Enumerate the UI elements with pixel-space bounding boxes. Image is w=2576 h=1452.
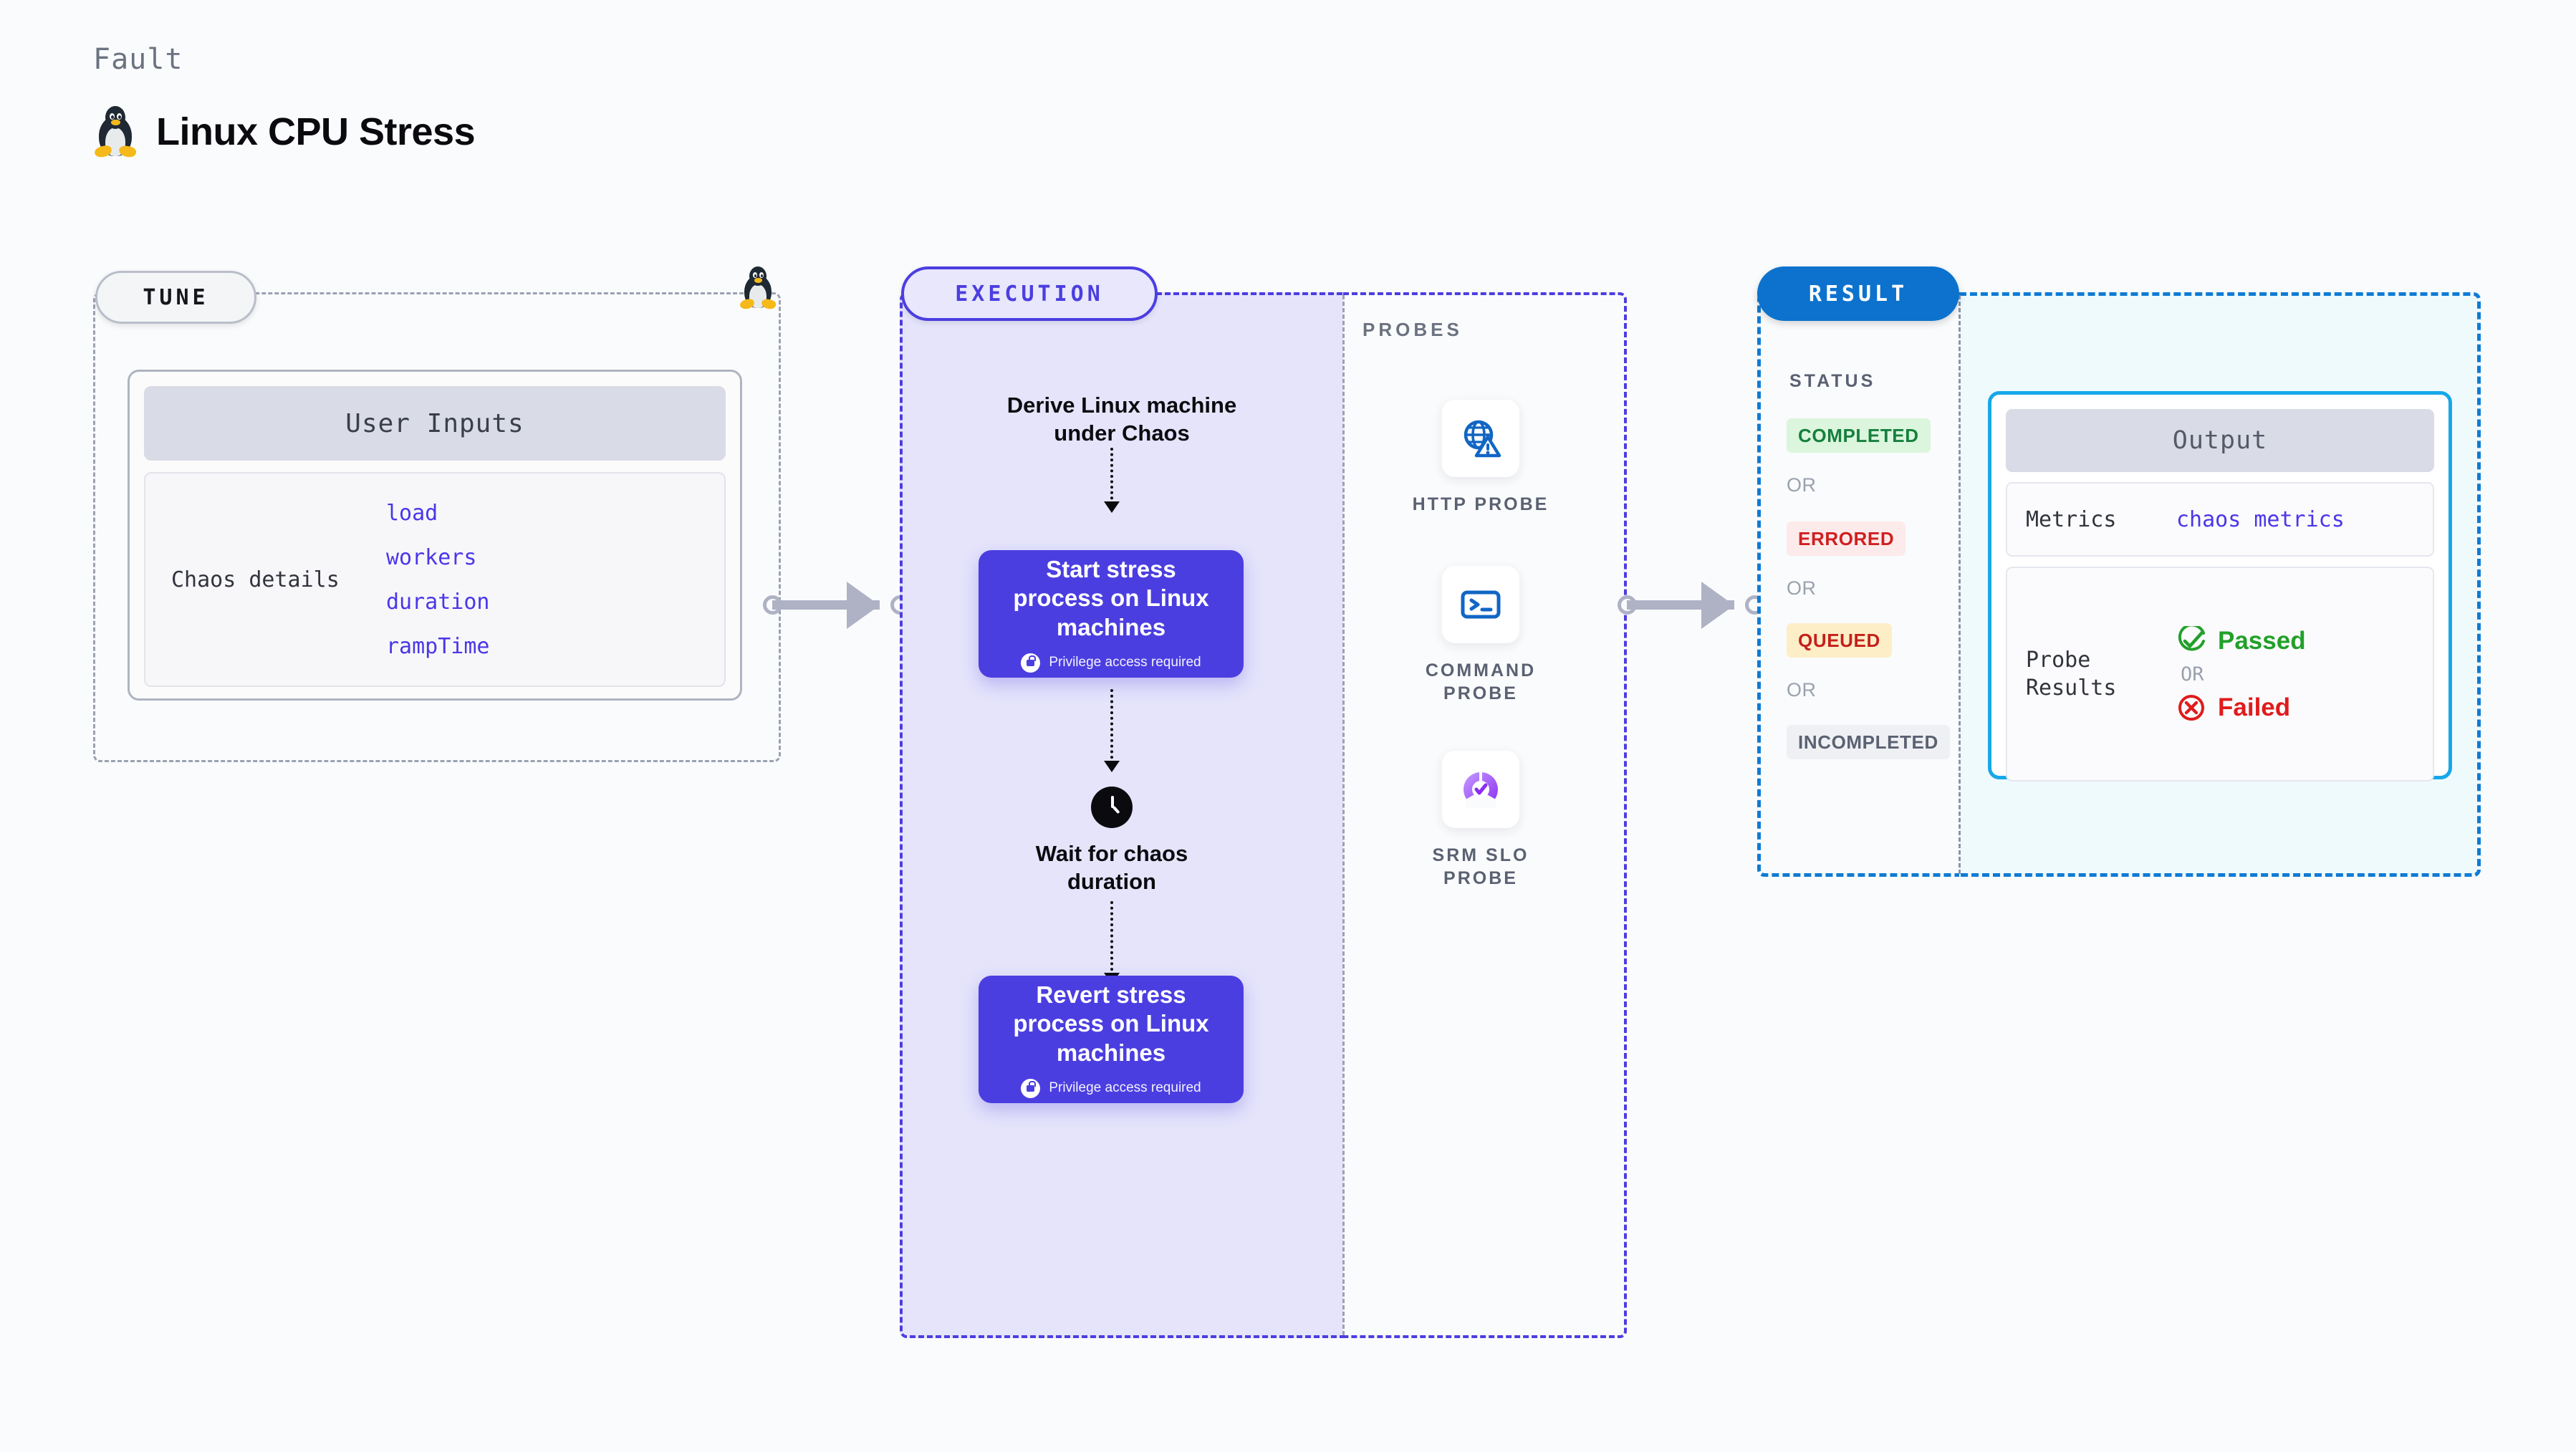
status-badge-completed: COMPLETED xyxy=(1787,418,1931,453)
linux-penguin-icon-connector xyxy=(739,266,777,311)
wait-step-text: Wait for chaos duration xyxy=(1035,841,1188,895)
start-stress-title: Start stress process on Linux machines xyxy=(1013,556,1209,640)
output-card: Output Metrics chaos metrics Probe Resul… xyxy=(1988,391,2452,782)
param-ramptime: rampTime xyxy=(386,633,490,659)
terminal-icon xyxy=(1461,590,1501,619)
user-inputs-card: User Inputs Chaos details load workers d… xyxy=(128,370,742,701)
linux-penguin-icon xyxy=(93,106,138,159)
param-workers: workers xyxy=(386,544,477,570)
revert-stress-title: Revert stress process on Linux machines xyxy=(1013,981,1209,1066)
status-badge-errored: ERRORED xyxy=(1787,521,1906,556)
param-duration: duration xyxy=(386,589,490,615)
status-label: STATUS xyxy=(1789,371,1876,391)
command-probe-caption: COMMAND PROBE xyxy=(1425,660,1537,703)
result-pill-label: RESULT xyxy=(1757,266,1959,321)
probes-section-label: PROBES xyxy=(1363,319,1463,340)
param-load: load xyxy=(386,500,438,526)
revert-stress-step: Revert stress process on Linux machines … xyxy=(979,963,1302,1103)
flow-arrow-1 xyxy=(1110,448,1113,505)
http-probe-caption: HTTP PROBE xyxy=(1412,494,1549,514)
flow-arrow-1-head xyxy=(1104,501,1120,513)
revert-stress-note: Privilege access required xyxy=(1021,1078,1201,1098)
probe-results-row: Probe Results Passed OR Failed xyxy=(2006,567,2434,782)
start-stress-step: Start stress process on Linux machines P… xyxy=(979,537,1302,678)
srm-slo-probe-caption: SRM SLO PROBE xyxy=(1432,845,1529,888)
chaos-details-box: Chaos details load workers duration ramp… xyxy=(144,472,726,687)
metrics-value: chaos metrics xyxy=(2176,506,2345,532)
flow-arrow-2 xyxy=(1110,689,1113,764)
metrics-key: Metrics xyxy=(2026,506,2117,532)
output-header: Output xyxy=(2006,409,2434,472)
chaos-details-label: Chaos details xyxy=(171,567,340,592)
lock-icon xyxy=(1021,1078,1041,1098)
verdict-passed-label: Passed xyxy=(2218,626,2306,655)
slo-donut-check-icon xyxy=(1464,771,1498,808)
start-stress-note: Privilege access required xyxy=(1021,653,1201,673)
page-title: Linux CPU Stress xyxy=(156,110,476,153)
x-circle-icon xyxy=(2178,694,2204,721)
revert-stress-note-text: Privilege access required xyxy=(1049,1080,1201,1096)
start-stress-note-text: Privilege access required xyxy=(1049,655,1201,670)
globe-warning-icon xyxy=(1464,420,1501,458)
page-header: Fault Linux CPU Stress xyxy=(93,43,476,159)
result-region xyxy=(1757,292,1959,877)
status-badge-incompleted: INCOMPLETED xyxy=(1787,725,1950,759)
tune-region xyxy=(93,292,781,762)
probes-divider xyxy=(1342,295,1345,1335)
clock-icon xyxy=(1091,787,1133,828)
fault-kicker: Fault xyxy=(93,43,183,76)
fault-title-row: Linux CPU Stress xyxy=(93,106,476,159)
probe-verdicts: Passed OR Failed xyxy=(2176,625,2306,723)
result-divider xyxy=(1959,295,1961,874)
derive-step-text: Derive Linux machine under Chaos xyxy=(1006,393,1237,446)
check-circle-icon xyxy=(2178,625,2205,650)
flow-arrow-3 xyxy=(1110,901,1113,976)
lock-icon xyxy=(1021,653,1041,673)
tune-pill-label: TUNE xyxy=(95,271,256,324)
chaos-params-list: load workers duration rampTime xyxy=(386,501,490,659)
flow-arrow-2-head xyxy=(1104,761,1120,772)
command-probe-tile[interactable] xyxy=(1442,566,1519,643)
verdict-failed-label: Failed xyxy=(2218,693,2291,721)
probe-results-key: Probe Results xyxy=(2026,648,2117,701)
status-badge-queued: QUEUED xyxy=(1787,623,1892,658)
verdict-or: OR xyxy=(2181,663,2204,686)
verdict-passed: Passed xyxy=(2176,625,2306,656)
status-or-1: OR xyxy=(1787,474,1817,496)
srm-slo-probe-tile[interactable] xyxy=(1442,751,1519,828)
execution-pill-label: EXECUTION xyxy=(901,266,1158,321)
http-probe-tile[interactable] xyxy=(1442,400,1519,477)
status-or-3: OR xyxy=(1787,679,1817,701)
verdict-failed: Failed xyxy=(2176,693,2306,723)
user-inputs-header: User Inputs xyxy=(144,386,726,461)
status-or-2: OR xyxy=(1787,577,1817,599)
metrics-row: Metrics chaos metrics xyxy=(2006,482,2434,557)
